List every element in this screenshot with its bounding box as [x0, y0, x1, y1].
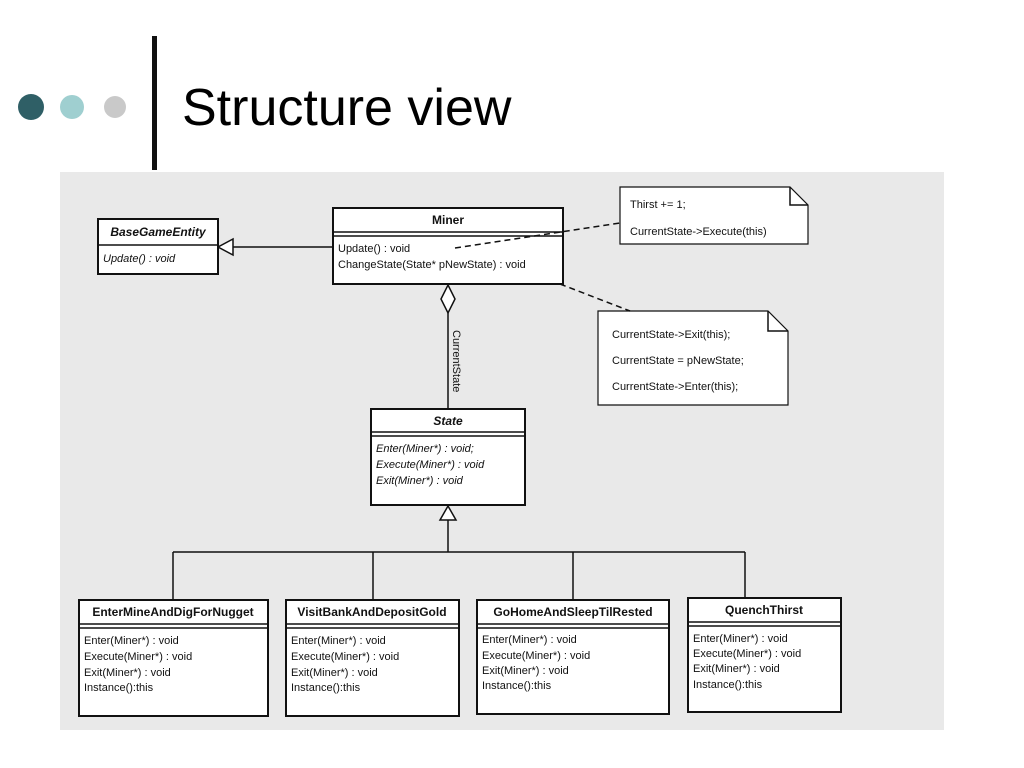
class-member: ChangeState(State* pNewState) : void: [338, 259, 526, 271]
title-divider-bar: [152, 36, 157, 170]
class-name: Miner: [432, 213, 464, 227]
class-member: Exit(Miner*) : void: [84, 667, 171, 679]
class-go-home-and-sleep-til-rested: GoHomeAndSleepTilRested Enter(Miner*) : …: [476, 599, 670, 715]
class-member: Update() : void: [103, 253, 176, 265]
class-member: Enter(Miner*) : void: [84, 635, 179, 647]
note-line: CurrentState->Enter(this);: [612, 381, 738, 393]
class-member: Enter(Miner*) : void: [482, 634, 577, 646]
note-line: CurrentState->Execute(this): [630, 226, 767, 238]
aggregation-diamond: [440, 283, 456, 315]
note-update-connector: [454, 222, 621, 249]
class-member: Instance():this: [84, 682, 154, 694]
class-member: Enter(Miner*) : void: [291, 635, 386, 647]
class-member: Instance():this: [291, 682, 361, 694]
class-miner: Miner Update() : void ChangeState(State*…: [332, 207, 564, 285]
class-member: Exit(Miner*) : void: [291, 667, 378, 679]
class-name: VisitBankAndDepositGold: [297, 605, 446, 619]
inheritance-arrow-base: [216, 237, 234, 257]
class-member: Instance():this: [693, 679, 763, 691]
class-name: State: [433, 414, 463, 428]
note-line: CurrentState = pNewState;: [612, 355, 744, 367]
class-member: Enter(Miner*) : void;: [376, 443, 474, 455]
class-member: Update() : void: [338, 243, 410, 255]
note-change-state-connector: [559, 283, 631, 312]
class-name: BaseGameEntity: [110, 225, 207, 239]
class-state: State Enter(Miner*) : void; Execute(Mine…: [370, 408, 526, 506]
class-name: GoHomeAndSleepTilRested: [493, 605, 652, 619]
class-member: Exit(Miner*) : void: [482, 665, 569, 677]
class-base-game-entity: BaseGameEntity Update() : void: [97, 218, 219, 275]
class-member: Execute(Miner*) : void: [84, 651, 192, 663]
association-label: CurrentState: [450, 330, 462, 392]
class-enter-mine-and-dig-for-nugget: EnterMineAndDigForNugget Enter(Miner*) :…: [78, 599, 269, 717]
class-member: Execute(Miner*) : void: [376, 459, 485, 471]
note-line: Thirst += 1;: [630, 199, 686, 211]
class-member: Enter(Miner*) : void: [693, 633, 788, 645]
accent-dot-dark: [18, 94, 44, 120]
class-name: EnterMineAndDigForNugget: [92, 605, 253, 619]
accent-dot-gray: [104, 96, 126, 118]
class-member: Exit(Miner*) : void: [693, 663, 780, 675]
note-change-state: CurrentState->Exit(this); CurrentState =…: [597, 310, 789, 406]
class-quench-thirst: QuenchThirst Enter(Miner*) : void Execut…: [687, 597, 842, 713]
inheritance-arrow-state: [438, 504, 458, 521]
slide-title: Structure view: [182, 79, 512, 137]
class-member: Exit(Miner*) : void: [376, 475, 464, 487]
class-member: Execute(Miner*) : void: [693, 648, 801, 660]
class-member: Execute(Miner*) : void: [482, 650, 590, 662]
note-update: Thirst += 1; CurrentState->Execute(this): [619, 186, 809, 245]
accent-dot-teal: [60, 95, 84, 119]
class-member: Execute(Miner*) : void: [291, 651, 399, 663]
class-name: QuenchThirst: [725, 603, 803, 617]
note-line: CurrentState->Exit(this);: [612, 329, 730, 341]
class-member: Instance():this: [482, 680, 552, 692]
class-visit-bank-and-deposit-gold: VisitBankAndDepositGold Enter(Miner*) : …: [285, 599, 460, 717]
